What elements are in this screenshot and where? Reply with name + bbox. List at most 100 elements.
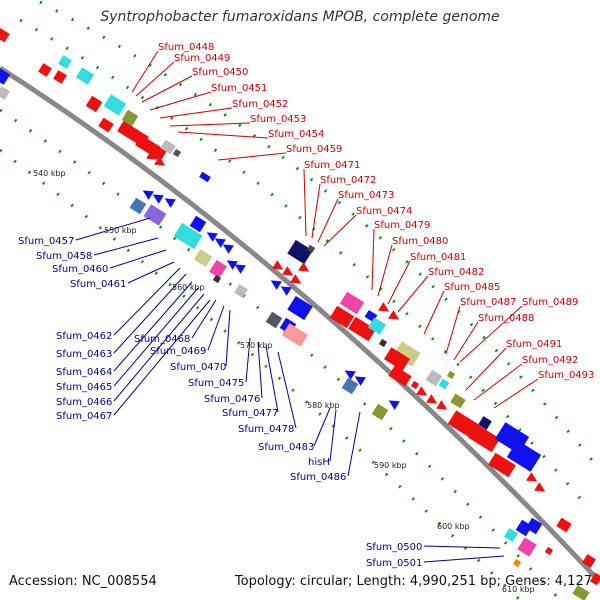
plus-strand-gene-label[interactable]: Sfum_0449 xyxy=(174,53,230,64)
plus-strand-gene-label[interactable]: Sfum_0482 xyxy=(428,267,484,278)
gene-block xyxy=(129,197,147,215)
minus-strand-gene-label[interactable]: Sfum_0462 xyxy=(56,331,112,342)
plus-strand-gene-label[interactable]: Sfum_0479 xyxy=(374,220,430,231)
plus-strand-gene-label[interactable]: Sfum_0480 xyxy=(392,236,448,247)
label-leader-line xyxy=(317,198,339,243)
plus-strand-gene-label[interactable]: Sfum_0472 xyxy=(320,175,376,186)
plus-strand-gene-label[interactable]: Sfum_0489 xyxy=(522,297,578,308)
gene-block xyxy=(589,572,600,586)
minus-strand-gene-label[interactable]: Sfum_0501 xyxy=(366,558,422,569)
gene-block xyxy=(189,215,207,233)
gene-block xyxy=(383,347,411,371)
kbp-tick-label: 600 kbp xyxy=(437,522,470,531)
gene-block xyxy=(281,323,309,347)
plus-strand-gene-label[interactable]: Sfum_0452 xyxy=(232,99,288,110)
gene-block xyxy=(512,558,522,568)
gene-block xyxy=(287,295,313,321)
label-leader-line xyxy=(75,217,151,241)
accession-text: Accession: NC_008554 xyxy=(9,574,157,589)
gene-block xyxy=(209,259,227,279)
gene-arrow xyxy=(280,286,292,296)
minus-strand-gene-label[interactable]: Sfum_0470 xyxy=(170,362,226,373)
label-leader-line xyxy=(329,409,337,462)
plus-strand-gene-label[interactable]: Sfum_0451 xyxy=(211,83,267,94)
kbp-tick-label: 580 kbp xyxy=(307,401,340,410)
gene-block xyxy=(515,519,533,537)
plus-strand-gene-label[interactable]: Sfum_0492 xyxy=(522,355,578,366)
gene-block xyxy=(517,537,537,557)
gene-arrow xyxy=(426,394,438,404)
minus-strand-gene-label[interactable]: Sfum_0460 xyxy=(52,264,108,275)
label-leader-line xyxy=(159,107,233,119)
label-leader-line xyxy=(397,275,429,313)
minus-strand-gene-label[interactable]: Sfum_0463 xyxy=(56,349,112,360)
plus-strand-gene-label[interactable]: Sfum_0485 xyxy=(444,282,500,293)
minus-strand-gene-label[interactable]: Sfum_0486 xyxy=(290,472,346,483)
gene-arrow xyxy=(378,302,390,312)
minus-strand-gene-label[interactable]: Sfum_0500 xyxy=(366,542,422,553)
gene-block xyxy=(348,316,376,342)
gene-block xyxy=(0,86,10,100)
minus-strand-gene-label[interactable]: Sfum_0468 xyxy=(134,334,190,345)
label-leader-line xyxy=(387,260,411,305)
minus-strand-gene-label[interactable]: Sfum_0457 xyxy=(18,236,74,247)
plus-strand-gene-label[interactable]: Sfum_0474 xyxy=(356,206,412,217)
gene-arrow xyxy=(534,482,546,492)
plus-strand-gene-label[interactable]: Sfum_0488 xyxy=(478,313,534,324)
gene-block xyxy=(371,403,389,421)
kbp-tick-label: 550 kbp xyxy=(104,226,137,235)
minus-strand-gene-label[interactable]: Sfum_0464 xyxy=(56,367,112,378)
plus-strand-gene-label[interactable]: Sfum_0487 xyxy=(460,297,516,308)
backbone-arc xyxy=(0,65,600,584)
minus-strand-gene-label[interactable]: hisH xyxy=(308,457,330,468)
gene-arrow xyxy=(146,150,158,160)
plus-strand-gene-label[interactable]: Sfum_0459 xyxy=(286,144,342,155)
gene-arrow xyxy=(214,238,226,248)
label-leader-line xyxy=(445,305,461,355)
minus-strand-gene-label[interactable]: Sfum_0469 xyxy=(150,346,206,357)
gene-arrow xyxy=(206,232,218,242)
plus-strand-gene-label[interactable]: Sfum_0454 xyxy=(268,129,324,140)
gene-block xyxy=(388,365,412,387)
minus-strand-gene-label[interactable]: Sfum_0477 xyxy=(222,408,278,419)
plus-strand-gene-label[interactable]: Sfum_0493 xyxy=(538,370,594,381)
gene-block xyxy=(504,528,518,542)
gene-arrow xyxy=(388,400,400,410)
kbp-tick-label: 590 kbp xyxy=(374,461,407,470)
plus-strand-gene-label[interactable]: Sfum_0453 xyxy=(250,114,306,125)
gene-block xyxy=(582,554,596,568)
gene-block xyxy=(0,27,10,43)
minus-strand-gene-label[interactable]: Sfum_0461 xyxy=(70,279,126,290)
gene-block xyxy=(160,139,176,155)
minus-strand-gene-label[interactable]: Sfum_0458 xyxy=(36,251,92,262)
label-leader-line xyxy=(131,50,159,93)
kbp-tick-label: 610 kbp xyxy=(502,585,535,594)
gene-block xyxy=(172,148,182,158)
label-leader-line xyxy=(149,91,212,111)
label-leader-line xyxy=(371,228,375,291)
plus-strand-gene-label[interactable]: Sfum_0473 xyxy=(338,190,394,201)
gene-block xyxy=(506,440,542,472)
minus-strand-gene-label[interactable]: Sfum_0467 xyxy=(56,411,112,422)
gene-labels: Sfum_0448Sfum_0449Sfum_0450Sfum_0451Sfum… xyxy=(18,42,594,569)
label-leader-line xyxy=(225,309,231,367)
minus-strand-gene-label[interactable]: Sfum_0476 xyxy=(204,394,260,405)
minus-strand-gene-label[interactable]: Sfum_0478 xyxy=(238,424,294,435)
minus-strand-gene-label[interactable]: Sfum_0465 xyxy=(56,382,112,393)
minus-strand-gene-label[interactable]: Sfum_0483 xyxy=(258,442,314,453)
gene-arrow xyxy=(164,198,176,208)
minus-strand-gene-label[interactable]: Sfum_0466 xyxy=(56,397,112,408)
gene-arrow xyxy=(416,386,428,396)
plus-strand-gene-label[interactable]: Sfum_0481 xyxy=(410,252,466,263)
label-leader-line xyxy=(207,305,225,351)
gene-block xyxy=(556,517,572,533)
plus-strand-gene-label[interactable]: Sfum_0448 xyxy=(158,42,214,53)
gene-block xyxy=(438,378,450,390)
plus-strand-gene-label[interactable]: Sfum_0450 xyxy=(192,67,248,78)
gene-block xyxy=(212,274,222,284)
label-leader-line xyxy=(459,305,523,363)
plus-strand-gene-label[interactable]: Sfum_0491 xyxy=(506,339,562,350)
label-leader-line xyxy=(265,345,279,413)
minus-strand-gene-label[interactable]: Sfum_0475 xyxy=(188,378,244,389)
plus-strand-gene-label[interactable]: Sfum_0471 xyxy=(304,160,360,171)
